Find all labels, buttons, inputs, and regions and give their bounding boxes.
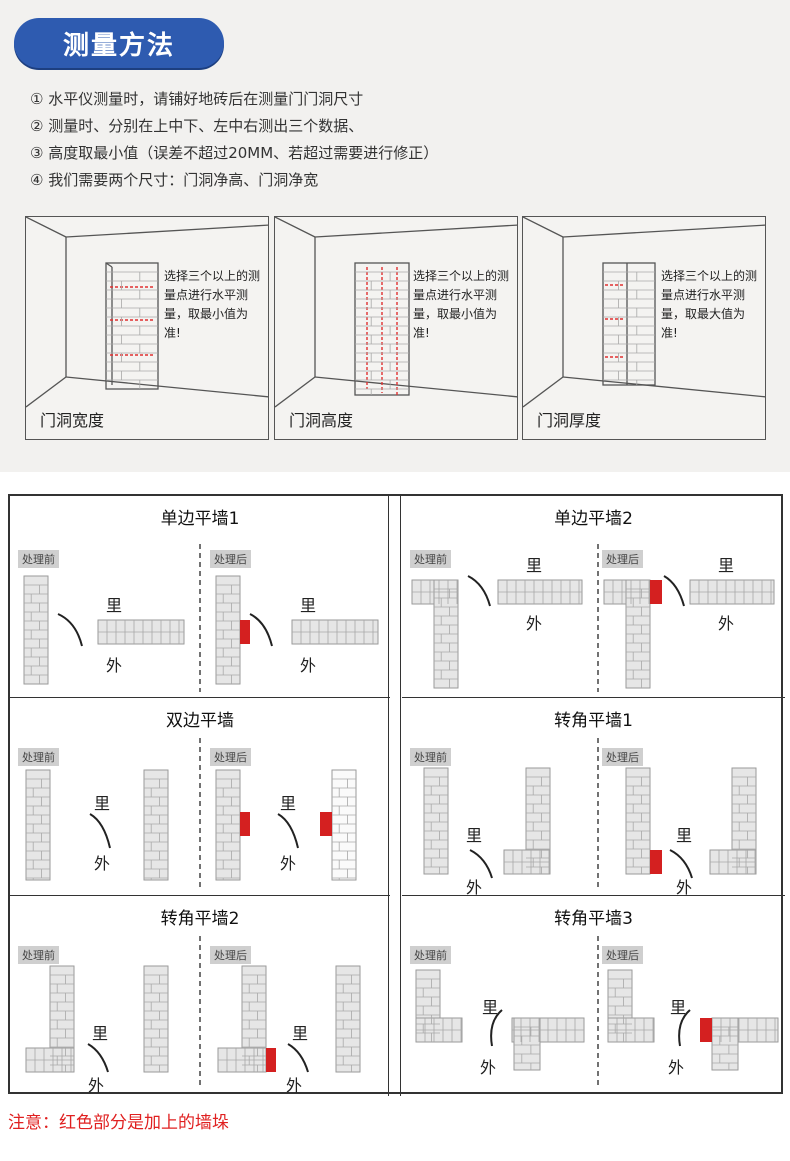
added-pier xyxy=(650,850,662,874)
inside-label: 里 xyxy=(526,556,543,575)
outside-label: 外 xyxy=(286,1076,303,1095)
panel-door-height: 选择三个以上的测量点进行水平测量，取最小值为准! 门洞高度 xyxy=(274,216,518,440)
case-cell: 单边平墙2 处理前 处理后 里 外 里 外 xyxy=(402,496,785,698)
after-tag: 处理后 xyxy=(210,946,251,964)
panel-door-width: 选择三个以上的测量点进行水平测量，取最小值为准! 门洞宽度 xyxy=(25,216,269,440)
case-title: 单边平墙2 xyxy=(554,509,633,529)
inside-label: 里 xyxy=(676,826,693,845)
section-title: 测量方法 xyxy=(14,18,224,68)
measurement-section: 测量方法 ① 水平仪测量时，请铺好地砖后在测量门门洞尺寸 ② 测量时、分别在上中… xyxy=(0,0,790,472)
wall-diagram xyxy=(411,544,775,692)
added-pier xyxy=(240,620,250,644)
before-tag: 处理前 xyxy=(410,550,451,568)
outside-label: 外 xyxy=(94,854,111,873)
wall-diagram xyxy=(25,936,361,1088)
wall-cases-grid: 单边平墙1 处理前 处理后 里 外 里 外 单边平墙2 处理前 处理后 里 外 … xyxy=(8,494,785,1096)
inside-label: 里 xyxy=(280,794,297,813)
panel-caption: 门洞宽度 xyxy=(40,411,105,430)
inside-label: 里 xyxy=(106,596,123,615)
after-tag: 处理后 xyxy=(602,550,643,568)
outside-label: 外 xyxy=(480,1058,497,1077)
added-pier xyxy=(266,1048,276,1072)
case-cell: 单边平墙1 处理前 处理后 里 外 里 外 xyxy=(10,496,390,698)
outside-label: 外 xyxy=(466,878,483,897)
before-tag: 处理前 xyxy=(18,550,59,568)
brick-wall xyxy=(23,575,379,685)
case-title: 双边平墙 xyxy=(166,711,234,731)
added-pier xyxy=(320,812,332,836)
after-tag: 处理后 xyxy=(210,550,251,568)
outside-label: 外 xyxy=(676,878,693,897)
rule-item: ① 水平仪测量时，请铺好地砖后在测量门门洞尺寸 xyxy=(30,90,364,108)
footnote: 注意：红色部分是加上的墙垛 xyxy=(8,1113,229,1133)
added-pier xyxy=(650,580,662,604)
after-tag: 处理后 xyxy=(210,748,251,766)
panel-note: 选择三个以上的测量点进行水平测量，取最大值为准! xyxy=(661,269,758,340)
outside-label: 外 xyxy=(300,656,317,675)
column-divider xyxy=(400,496,401,1096)
wall-diagram xyxy=(25,738,357,890)
inside-label: 里 xyxy=(300,596,317,615)
rule-item: ④ 我们需要两个尺寸：门洞净高、门洞净宽 xyxy=(30,171,319,189)
inside-label: 里 xyxy=(292,1024,309,1043)
room-illustration xyxy=(523,217,765,408)
added-pier xyxy=(240,812,250,836)
case-cell: 转角平墙3 处理前 处理后 里 外 里 外 xyxy=(402,896,785,1094)
case-cell: 双边平墙 处理前 处理后 里 外 里 外 xyxy=(10,698,390,896)
inside-label: 里 xyxy=(466,826,483,845)
room-illustration xyxy=(275,217,517,408)
before-tag: 处理前 xyxy=(410,946,451,964)
inside-label: 里 xyxy=(94,794,111,813)
case-cell: 转角平墙2 处理前 处理后 里 外 里 外 xyxy=(10,896,390,1095)
inside-label: 里 xyxy=(718,556,735,575)
before-tag: 处理前 xyxy=(18,748,59,766)
outside-label: 外 xyxy=(668,1058,685,1077)
rules-list: ① 水平仪测量时，请铺好地砖后在测量门门洞尺寸 ② 测量时、分别在上中下、左中右… xyxy=(30,86,438,194)
outside-label: 外 xyxy=(88,1076,105,1095)
case-title: 单边平墙1 xyxy=(160,509,240,529)
wall-diagram xyxy=(23,544,379,692)
after-tag: 处理后 xyxy=(602,946,643,964)
case-title: 转角平墙1 xyxy=(554,711,633,731)
case-title: 转角平墙3 xyxy=(554,909,633,929)
before-tag: 处理前 xyxy=(410,748,451,766)
before-tag: 处理前 xyxy=(18,946,59,964)
wall-diagram xyxy=(423,738,757,890)
panel-caption: 门洞厚度 xyxy=(537,411,602,430)
panel-note: 选择三个以上的测量点进行水平测量，取最小值为准! xyxy=(413,269,510,340)
outside-label: 外 xyxy=(526,614,543,633)
after-tag: 处理后 xyxy=(602,748,643,766)
case-cell: 转角平墙1 处理前 处理后 里 外 里 外 xyxy=(402,698,785,897)
inside-label: 里 xyxy=(92,1024,109,1043)
added-pier xyxy=(700,1018,712,1042)
outside-label: 外 xyxy=(718,614,735,633)
outside-label: 外 xyxy=(280,854,297,873)
rule-item: ② 测量时、分别在上中下、左中右测出三个数据、 xyxy=(30,117,364,135)
room-illustration xyxy=(26,217,268,408)
column-divider xyxy=(388,496,389,1096)
panel-caption: 门洞高度 xyxy=(289,411,354,430)
outside-label: 外 xyxy=(106,656,123,675)
case-title: 转角平墙2 xyxy=(160,909,240,929)
panel-door-thickness: 选择三个以上的测量点进行水平测量，取最大值为准! 门洞厚度 xyxy=(522,216,766,440)
inside-label: 里 xyxy=(670,998,687,1017)
panel-note: 选择三个以上的测量点进行水平测量，取最小值为准! xyxy=(164,269,261,340)
wall-diagram xyxy=(415,936,779,1088)
inside-label: 里 xyxy=(482,998,499,1017)
rule-item: ③ 高度取最小值（误差不超过20MM、若超过需要进行修正） xyxy=(30,144,439,162)
